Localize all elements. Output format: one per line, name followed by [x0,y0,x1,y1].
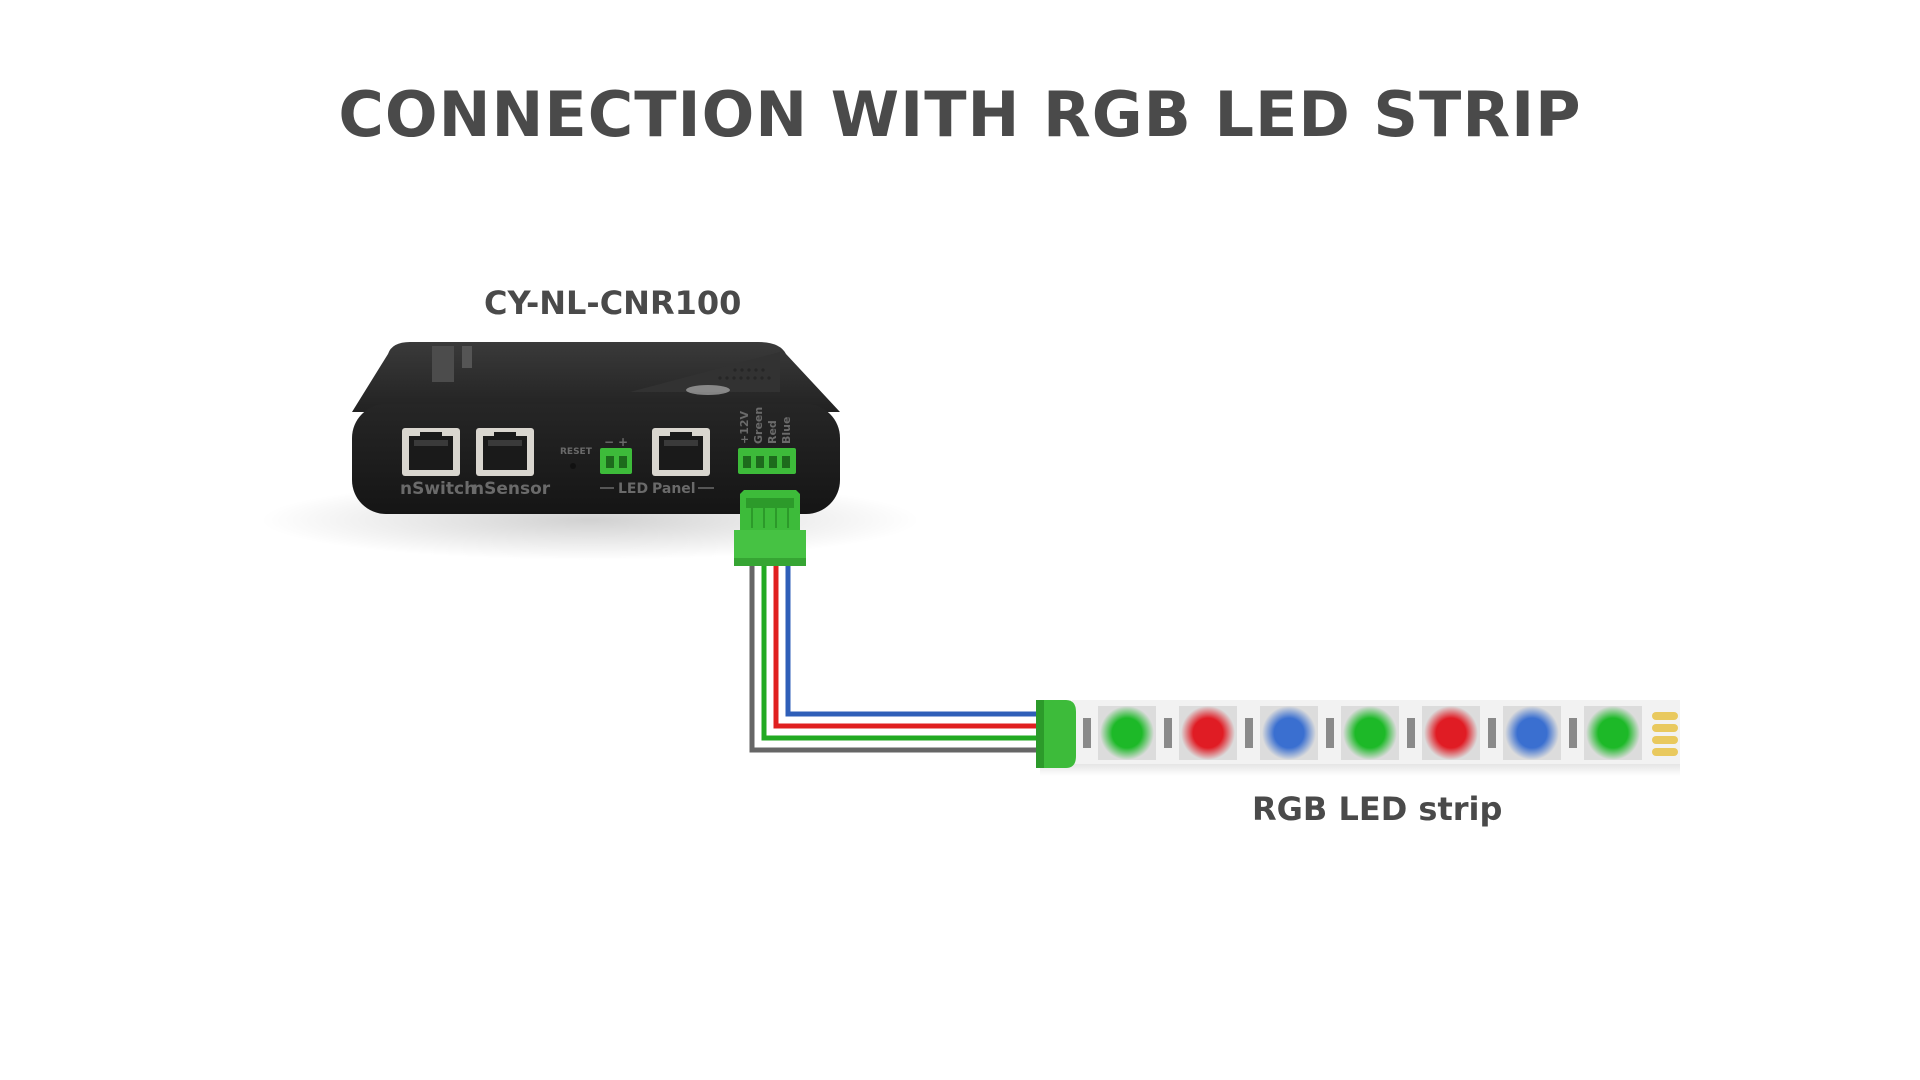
led-blue [1505,706,1559,760]
brand-logo-icon [686,385,730,395]
device-cy-nl-cnr100: RESET − + +12V Green Red Blue [260,342,920,560]
strip-connector-edge [1036,700,1044,768]
led-green [1586,706,1640,760]
strip-solder-pads [1652,712,1678,756]
rgb-led-strip [1036,700,1680,776]
device-vent-area [630,352,780,392]
port-nswitch [402,428,460,476]
led-red [1181,706,1235,760]
wires [749,566,1040,753]
led-polarity-minus: − [604,435,614,449]
led-red [1424,706,1478,760]
strip-connector [1036,700,1076,768]
led-blue [1262,706,1316,760]
rgb-plug [734,490,806,566]
led-terminal [600,448,632,474]
device-body [352,404,840,514]
terminal-12v-label: +12V [738,410,751,444]
wire-green [761,566,1040,741]
reset-label: RESET [560,447,593,457]
port-nsensor [476,428,534,476]
wire-blue [785,566,1040,717]
rgb-terminal [738,448,796,474]
strip-label: RGB LED strip [1252,790,1503,828]
led-polarity-plus: + [618,435,628,449]
device-vent-dots [718,368,771,380]
wire-red [773,566,1040,729]
led-green [1100,706,1154,760]
terminal-green-label: Green [752,407,765,444]
led-green [1343,706,1397,760]
reset-button[interactable] [570,463,576,469]
panel-label: Panel [652,481,696,497]
device-top [352,342,840,412]
strip-shadow [1040,762,1680,776]
strip-resistors [1083,718,1577,748]
wire-12v [749,566,1040,753]
led-label: LED [618,481,648,497]
nswitch-label: nSwitch [400,479,476,499]
device-model-plate [462,346,472,368]
terminal-red-label: Red [766,420,779,444]
terminal-blue-label: Blue [780,417,793,444]
page-title: CONNECTION WITH RGB LED STRIP [338,78,1582,151]
nsensor-label: nSensor [472,479,551,499]
port-panel [652,428,710,476]
device-brand-plate [432,346,454,382]
device-name-label: CY-NL-CNR100 [484,284,742,322]
